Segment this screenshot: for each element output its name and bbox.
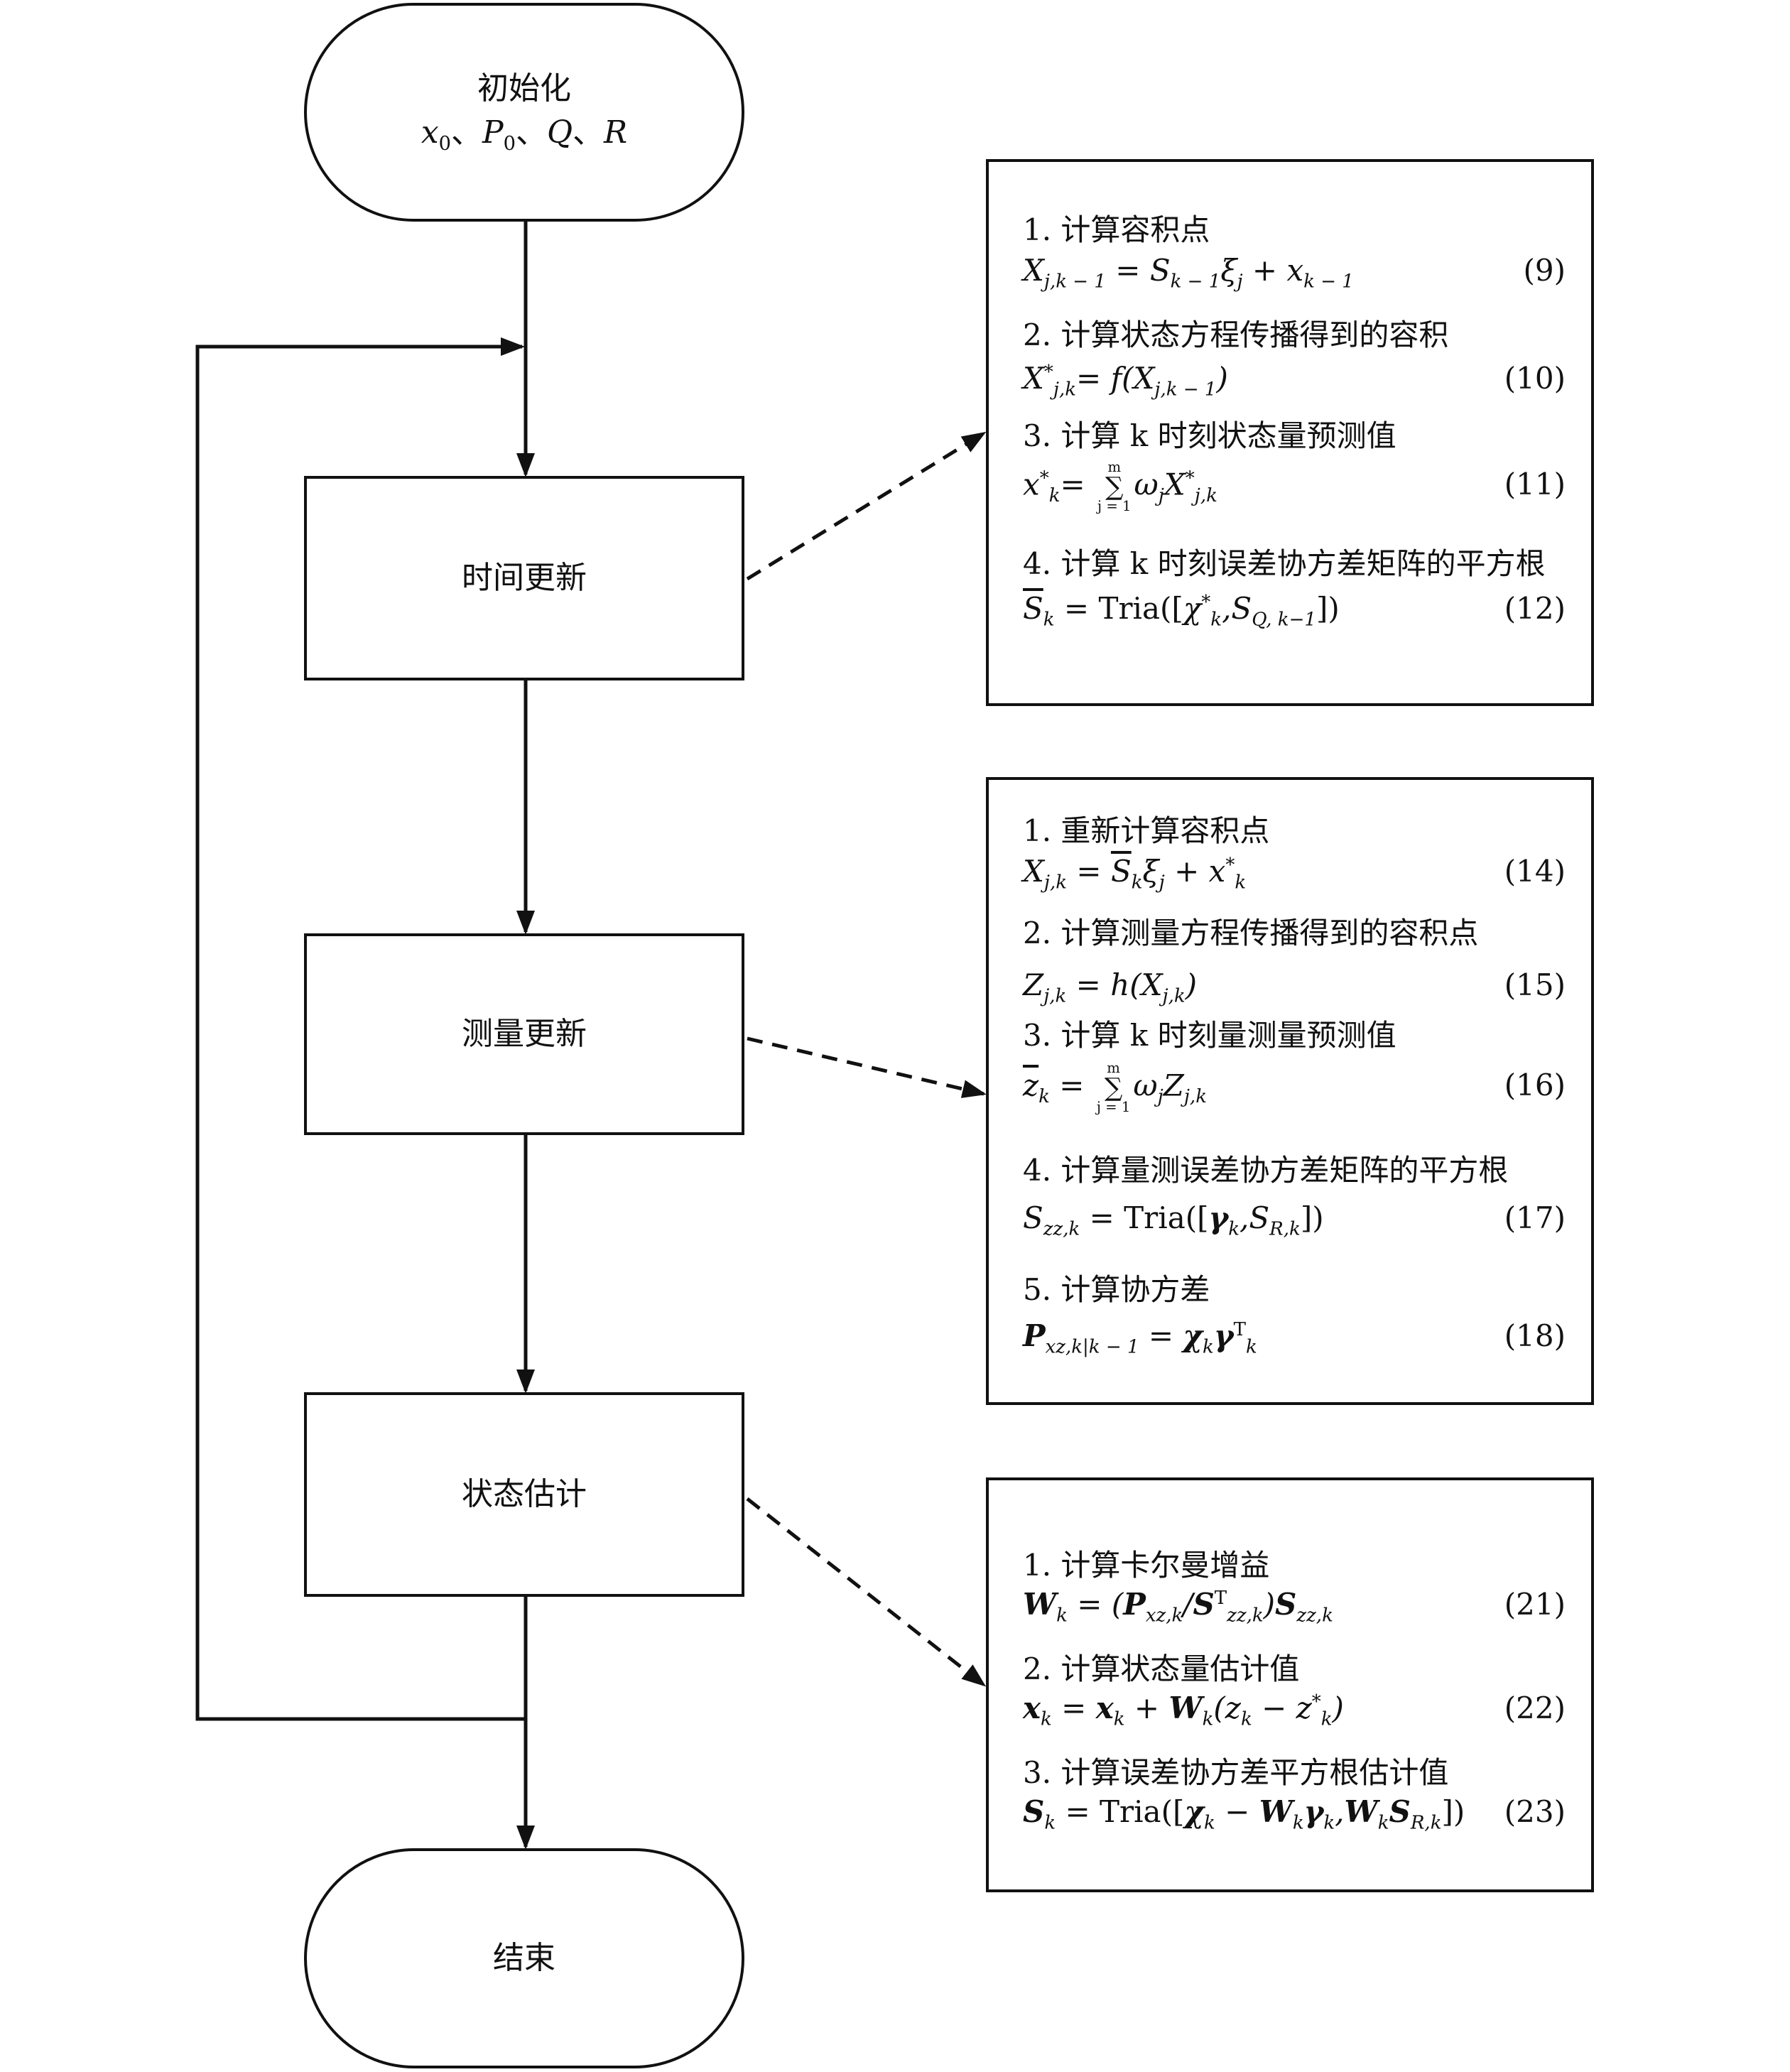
dashed-arrows <box>746 431 987 1687</box>
p1-step-4: 4. 计算 k 时刻误差协方差矩阵的平方根 <box>1023 546 1546 581</box>
state-estimate-node: 状态估计 <box>304 1392 744 1597</box>
p3-eq-23: Sk = Tria([χk − Wkγk,WkSR,k]) (23) <box>1023 1794 1566 1834</box>
init-params: x0、P0、Q、R <box>421 114 628 155</box>
panel-time-update: 1. 计算容积点 Xj,k − 1 = Sk − 1ξj + xk − 1 (9… <box>986 159 1594 706</box>
time-update-node: 时间更新 <box>304 476 744 680</box>
p1-eq-10: X*j,k= f(Xj,k − 1) (10) <box>1023 361 1566 401</box>
end-label: 结束 <box>493 1940 555 1977</box>
p3-eq-21: Wk = (Pxz,k/STzz,k)Szz,k (21) <box>1023 1587 1566 1627</box>
p3-step-1: 1. 计算卡尔曼增益 <box>1023 1548 1270 1583</box>
p2-eq-15: Zj,k = h(Xj,k) (15) <box>1023 967 1566 1007</box>
p1-step-1: 1. 计算容积点 <box>1023 212 1210 247</box>
p3-eq-22: xk = xk + Wk(zk − z*k) (22) <box>1023 1691 1566 1730</box>
p2-eq-14: Xj,k = Skξj + x*k (14) <box>1023 854 1566 894</box>
init-title: 初始化 <box>477 70 571 107</box>
panel-state-estimate: 1. 计算卡尔曼增益 Wk = (Pxz,k/STzz,k)Szz,k (21)… <box>986 1477 1594 1892</box>
feedback-loop <box>195 337 526 1721</box>
p1-eq-12: Sk = Tria([χ*k,SQ, k−1]) (12) <box>1023 591 1566 631</box>
p2-eq-18: Pxz,k|k − 1 = χkγTk (18) <box>1023 1318 1566 1358</box>
dash-state-to-panel3 <box>746 1497 987 1687</box>
measure-update-node: 测量更新 <box>304 933 744 1135</box>
panel-measure-update: 1. 重新计算容积点 Xj,k = Skξj + x*k (14) 2. 计算测… <box>986 777 1594 1405</box>
p3-step-3: 3. 计算误差协方差平方根估计值 <box>1023 1755 1449 1790</box>
end-node: 结束 <box>304 1848 744 2068</box>
p2-step-2: 2. 计算测量方程传播得到的容积点 <box>1023 916 1479 950</box>
p2-step-1: 1. 重新计算容积点 <box>1023 813 1270 848</box>
dash-measure-to-panel2 <box>747 1036 987 1098</box>
p2-eq-17: Szz,k = Tria([γk,SR,k]) (17) <box>1023 1200 1566 1240</box>
p1-eq-9: Xj,k − 1 = Sk − 1ξj + xk − 1 (9) <box>1023 253 1566 293</box>
dash-time-to-panel1 <box>746 431 987 581</box>
solid-arrows <box>195 222 535 1850</box>
measure-update-label: 测量更新 <box>462 1016 587 1053</box>
p2-step-4: 4. 计算量测误差协方差矩阵的平方根 <box>1023 1153 1509 1188</box>
state-estimate-label: 状态估计 <box>462 1476 587 1513</box>
p1-step-3: 3. 计算 k 时刻状态量预测值 <box>1023 418 1396 453</box>
time-update-label: 时间更新 <box>462 560 587 597</box>
p2-step-3: 3. 计算 k 时刻量测量预测值 <box>1023 1018 1396 1053</box>
init-node: 初始化 x0、P0、Q、R <box>304 3 744 222</box>
p2-step-5: 5. 计算协方差 <box>1023 1272 1210 1307</box>
p3-step-2: 2. 计算状态量估计值 <box>1023 1651 1300 1686</box>
p1-step-2: 2. 计算状态方程传播得到的容积 <box>1023 318 1449 352</box>
